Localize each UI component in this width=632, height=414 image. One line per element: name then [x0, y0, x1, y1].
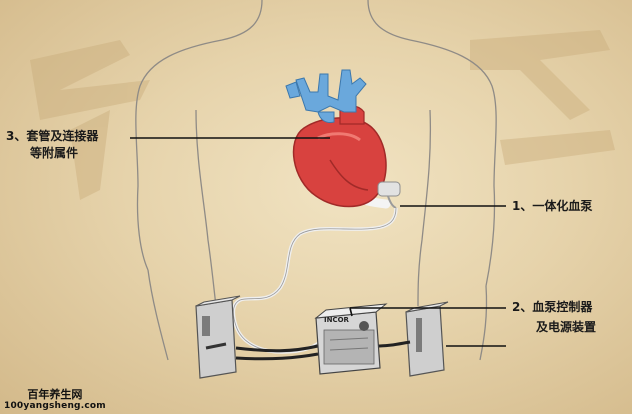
heart-icon [294, 106, 386, 207]
watermark-url: 100yangsheng.com [4, 401, 106, 412]
pump-label: 1、一体化血泵 [512, 198, 592, 215]
cannula-label: 3、套管及连接器 等附属件 [6, 128, 98, 162]
site-watermark: 百年养生网 100yangsheng.com [4, 388, 106, 412]
cannula-label-line1: 3、套管及连接器 [6, 128, 98, 145]
watermark-name: 百年养生网 [4, 388, 106, 401]
battery-pack-right [406, 302, 448, 376]
pump-label-line1: 1、一体化血泵 [512, 198, 592, 215]
controller-brand-label: INCOR [324, 316, 349, 324]
controller-label: 2、血泵控制器 及电源装置 [512, 299, 596, 336]
controller-label-line2: 及电源装置 [512, 319, 596, 336]
controller-label-line1: 2、血泵控制器 [512, 299, 596, 316]
cannula-label-line2: 等附属件 [6, 145, 98, 162]
